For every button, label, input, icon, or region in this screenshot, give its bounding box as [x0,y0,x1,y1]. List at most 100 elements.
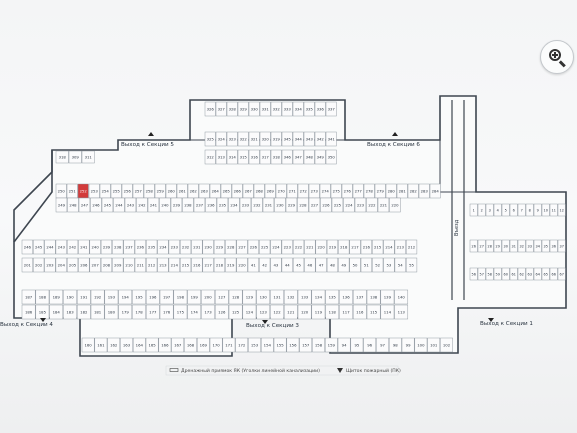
parking-spot[interactable] [297,289,312,305]
parking-spot[interactable] [146,257,158,273]
parking-spot[interactable] [237,131,249,147]
parking-spot[interactable] [226,149,238,165]
parking-spot[interactable] [215,149,227,165]
parking-spot[interactable] [303,101,315,117]
parking-spot[interactable] [541,239,550,253]
parking-spot[interactable] [158,337,172,353]
parking-spot[interactable] [242,304,257,320]
parking-spot[interactable] [68,150,82,164]
parking-spot[interactable] [204,101,216,117]
parking-spot[interactable] [202,257,214,273]
parking-spot[interactable] [262,197,275,213]
parking-spot[interactable] [248,149,260,165]
parking-spot[interactable] [226,101,238,117]
parking-spot[interactable] [338,239,350,255]
parking-spot[interactable] [168,257,180,273]
parking-spot[interactable] [383,257,395,273]
parking-spot[interactable] [270,304,284,320]
parking-spot[interactable] [477,267,486,281]
parking-spot[interactable] [204,131,216,147]
parking-spot[interactable] [281,239,293,255]
parking-spot[interactable] [90,289,105,305]
parking-spot[interactable] [380,304,395,320]
parking-spot[interactable] [315,239,327,255]
parking-spot[interactable] [118,289,133,305]
parking-spot[interactable] [81,337,95,353]
parking-spot[interactable] [312,337,325,353]
parking-spot[interactable] [338,257,350,273]
parking-spot[interactable] [331,197,344,213]
parking-spot[interactable] [168,239,180,255]
parking-spot[interactable] [78,197,91,213]
parking-spot[interactable] [159,289,174,305]
parking-spot[interactable] [49,304,64,320]
parking-spot[interactable] [501,267,510,281]
parking-spot[interactable] [509,239,518,253]
parking-spot[interactable] [173,289,188,305]
parking-spot[interactable] [225,239,237,255]
parking-spot[interactable] [123,239,135,255]
parking-spot[interactable] [182,197,194,213]
parking-spot[interactable] [557,267,566,281]
parking-spot[interactable] [123,257,135,273]
parking-spot[interactable] [147,197,160,213]
parking-spot[interactable] [184,337,197,353]
parking-spot[interactable] [314,149,326,165]
parking-spot[interactable] [44,239,56,255]
parking-spot[interactable] [549,267,558,281]
parking-spot[interactable] [427,337,441,353]
parking-spot[interactable] [112,239,124,255]
parking-spot[interactable] [270,101,282,117]
parking-spot[interactable] [67,197,79,213]
parking-spot[interactable] [173,304,188,320]
parking-spot[interactable] [525,267,534,281]
parking-spot[interactable] [78,239,90,255]
parking-spot[interactable] [49,289,64,305]
parking-spot[interactable] [215,101,227,117]
parking-spot[interactable] [171,337,185,353]
parking-spot[interactable] [394,257,406,273]
parking-spot[interactable] [440,337,453,353]
parking-spot[interactable] [187,304,202,320]
parking-spot[interactable] [501,239,510,253]
parking-spot[interactable] [55,197,68,213]
parking-spot[interactable] [259,257,271,273]
parking-spot[interactable] [525,203,534,217]
parking-spot[interactable] [226,131,238,147]
parking-spot[interactable] [179,239,192,255]
parking-spot[interactable] [366,197,378,213]
parking-spot[interactable] [297,197,309,213]
parking-spot[interactable] [292,149,304,165]
parking-spot[interactable] [256,289,271,305]
parking-spot[interactable] [394,289,409,305]
parking-spot[interactable] [176,183,188,199]
parking-spot[interactable] [191,239,203,255]
parking-spot[interactable] [89,239,101,255]
parking-spot[interactable] [202,239,214,255]
parking-spot[interactable] [360,257,372,273]
parking-spot[interactable] [281,131,293,147]
parking-spot[interactable] [388,337,402,353]
parking-spot[interactable] [259,131,271,147]
parking-spot[interactable] [196,337,210,353]
parking-spot[interactable] [237,101,249,117]
parking-spot[interactable] [394,304,409,320]
parking-spot[interactable] [228,197,240,213]
parking-spot[interactable] [525,239,534,253]
parking-spot[interactable] [394,239,406,255]
parking-spot[interactable] [477,239,486,253]
parking-spot[interactable] [292,257,305,273]
parking-spot[interactable] [242,289,257,305]
parking-spot[interactable] [90,304,105,320]
parking-spot[interactable] [281,149,293,165]
parking-spot[interactable] [33,257,45,273]
parking-spot[interactable] [145,337,159,353]
parking-spot[interactable] [35,289,50,305]
parking-spot[interactable] [236,257,248,273]
parking-spot[interactable] [469,239,478,253]
parking-spot[interactable] [55,150,69,164]
parking-spot[interactable] [283,289,298,305]
parking-spot[interactable] [339,304,353,320]
parking-spot[interactable] [469,267,478,281]
parking-spot[interactable] [314,131,326,147]
